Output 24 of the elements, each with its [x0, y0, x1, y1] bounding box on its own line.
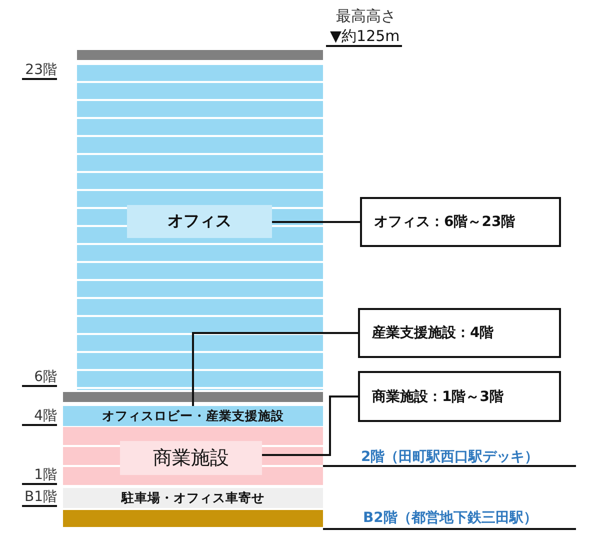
area-label: オフィス	[127, 205, 272, 238]
floor-label: 1階	[22, 467, 57, 486]
roof-band	[77, 50, 323, 60]
callout-box: 産業支援施設：4階	[358, 308, 561, 358]
callout-box: 商業施設：1階～3階	[358, 371, 561, 422]
floor-label: 6階	[22, 369, 57, 388]
level-label: B2階（都営地下鉄三田駅）	[363, 510, 538, 526]
leader-line	[262, 396, 358, 456]
height-label: 最高高さ	[336, 8, 396, 26]
floor-band: 駐車場・オフィス車寄せ	[63, 488, 323, 508]
floor-band	[63, 392, 323, 402]
leader-line	[272, 221, 360, 223]
callout-box: オフィス：6階～23階	[360, 197, 561, 247]
leader-line	[192, 332, 358, 406]
floor-label: 23階	[22, 62, 57, 80]
commercial-floors	[63, 427, 323, 485]
level-label: 2階（田町駅西口駅デッキ）	[361, 449, 539, 466]
office-floors	[77, 65, 323, 390]
floor-label: B1階	[22, 489, 57, 508]
floor-band	[63, 510, 323, 527]
area-label: 商業施設	[120, 441, 262, 475]
floor-label: 4階	[22, 408, 57, 426]
floor-band: オフィスロビー・産業支援施設	[63, 406, 323, 426]
height-label: ▼約125m	[326, 28, 402, 48]
